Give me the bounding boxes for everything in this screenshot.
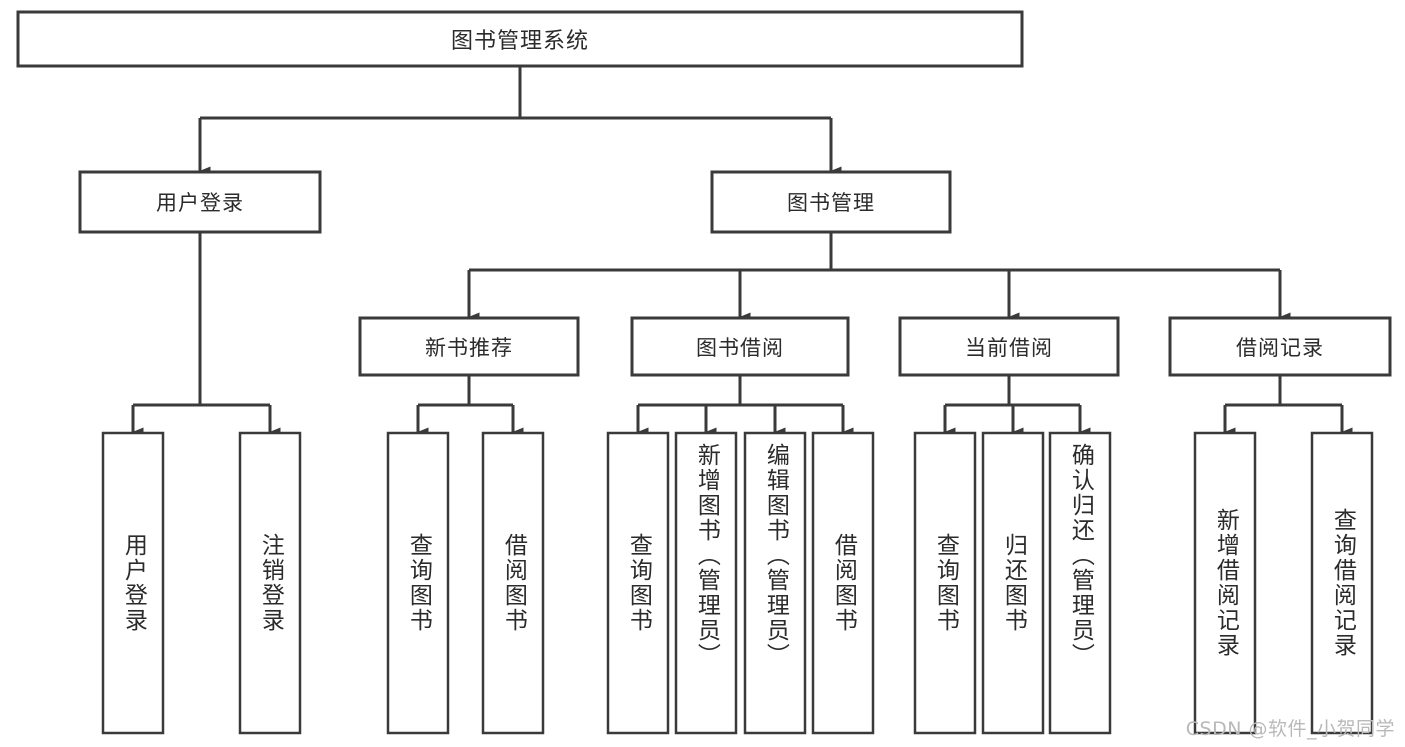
node-book-manage-box[interactable]	[710, 170, 952, 234]
node-leaf-borrow-book-rec-box[interactable]	[481, 431, 545, 735]
node-leaf-query-book-rec-box[interactable]	[386, 431, 450, 735]
connector-lines	[131, 66, 1353, 437]
node-current-borrow-box[interactable]	[898, 316, 1120, 377]
node-leaf-borrow-book-box[interactable]	[811, 431, 875, 735]
node-new-book-recommend-box[interactable]	[358, 316, 580, 377]
root-node-box[interactable]	[16, 10, 1024, 68]
node-leaf-query-book-current-box[interactable]	[913, 431, 977, 735]
node-leaf-query-book-borrow-box[interactable]	[606, 431, 670, 735]
node-borrow-record-box[interactable]	[1168, 316, 1392, 377]
node-leaf-add-borrow-record-box[interactable]	[1193, 431, 1257, 735]
node-leaf-edit-book-admin-box[interactable]	[743, 431, 807, 735]
node-leaf-logout-login-box[interactable]	[238, 431, 302, 735]
node-leaf-confirm-return-admin-box[interactable]	[1048, 431, 1112, 735]
node-leaf-return-book-box[interactable]	[981, 431, 1045, 735]
watermark-text: CSDN @软件_小贺同学	[1185, 718, 1395, 740]
node-leaf-user-login-box[interactable]	[101, 431, 165, 735]
node-leaf-query-borrow-record-box[interactable]	[1310, 431, 1374, 735]
node-boxes	[16, 10, 1392, 735]
node-book-borrow-box[interactable]	[630, 316, 850, 377]
node-leaf-add-book-admin-box[interactable]	[674, 431, 738, 735]
node-user-login-box[interactable]	[78, 170, 322, 234]
